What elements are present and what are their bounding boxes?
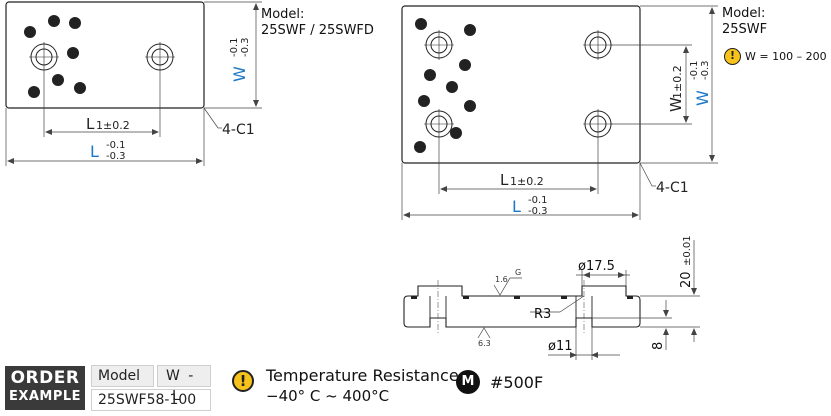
right-chamfer: 4-C1 xyxy=(656,180,689,196)
pin-dot xyxy=(24,26,36,38)
pin-dot xyxy=(414,141,426,153)
section-outline xyxy=(403,285,641,328)
right-model-label: Model: xyxy=(722,6,765,21)
right-l-tol-upper: -0.1 xyxy=(528,195,548,206)
right-w1-symbol: W xyxy=(667,97,685,112)
right-model-value: 25SWF xyxy=(722,22,767,37)
order-col-dash: - xyxy=(188,368,194,384)
pin-dot xyxy=(459,59,471,71)
left-l1-symbol: L xyxy=(86,115,95,133)
left-pin-dots xyxy=(24,15,86,98)
left-w-symbol: W xyxy=(230,66,249,82)
right-w1-sub: 1±0.2 xyxy=(671,65,684,99)
right-l1-symbol: L xyxy=(500,171,509,189)
order-col-w: W xyxy=(166,368,180,384)
depth-dim: 8 xyxy=(651,342,666,350)
example-title: EXAMPLE xyxy=(8,389,82,404)
right-hole-3 xyxy=(424,109,454,139)
pin-dot xyxy=(67,47,79,59)
left-model-value: 25SWF / 25SWFD xyxy=(261,23,374,38)
material-value: #500F xyxy=(490,373,544,392)
right-plate xyxy=(401,5,641,164)
roughness-top-g: G xyxy=(515,268,521,277)
right-l1-sub: 1±0.2 xyxy=(510,175,544,188)
right-hole-4 xyxy=(583,109,613,139)
left-hole-2 xyxy=(145,42,175,72)
left-w-tol-lower: -0.3 xyxy=(240,37,251,57)
warning-icon: ! xyxy=(724,48,741,65)
left-l-tol-lower: -0.3 xyxy=(106,151,126,162)
roughness-top: 1.6 xyxy=(495,275,508,284)
right-hole-1 xyxy=(424,30,454,60)
temperature-title: Temperature Resistance xyxy=(266,366,459,385)
right-l-symbol: L xyxy=(512,197,521,216)
temperature-value: −40° C ~ 400°C xyxy=(266,387,390,405)
left-l-symbol: L xyxy=(90,142,99,161)
roughness-bottom: 6.3 xyxy=(478,339,491,348)
right-pin-dots xyxy=(414,18,476,153)
pin-dot xyxy=(74,82,86,94)
order-col-model: Model xyxy=(91,365,154,387)
left-plate xyxy=(5,1,205,109)
right-plan-view: W 1±0.2 W -0.1 -0.3 L 1±0.2 L -0.1 -0.3 … xyxy=(401,5,767,220)
right-l-tol-lower: -0.3 xyxy=(528,206,548,217)
right-w-symbol: W xyxy=(693,90,712,106)
order-example-value: 25SWF58-100 xyxy=(91,389,211,411)
material-icon: M xyxy=(456,370,480,394)
section-view: 1.6 G 6.3 ø17.5 ø11 R3 20 ±0.01 8 xyxy=(403,235,700,360)
order-example-label: ORDER EXAMPLE xyxy=(5,366,85,410)
hole-dim: ø11 xyxy=(548,339,573,354)
right-hole-2 xyxy=(583,30,613,60)
temperature-note: ! Temperature Resistance −40° C ~ 400°C xyxy=(232,366,459,410)
pin-dot xyxy=(464,100,476,112)
order-col-w-l: W - L xyxy=(157,365,211,404)
left-chamfer: 4-C1 xyxy=(222,122,255,138)
pin-dot xyxy=(464,24,476,36)
w-range-note: W = 100 – 200 xyxy=(745,50,827,63)
warning-icon: ! xyxy=(232,370,254,392)
pin-dot xyxy=(28,86,40,98)
left-plan-view: W -0.1 -0.3 L 1±0.2 L -0.1 -0.3 4-C1 Mod… xyxy=(5,1,374,166)
left-w-tol-upper: -0.1 xyxy=(229,37,240,57)
thickness-dim: 20 xyxy=(679,271,694,288)
order-title: ORDER xyxy=(10,368,80,388)
right-w-tol-upper: -0.1 xyxy=(689,60,700,80)
left-hole-1 xyxy=(29,42,59,72)
pin-dot xyxy=(52,74,64,86)
pin-dot xyxy=(48,15,60,27)
left-model-label: Model: xyxy=(261,7,304,22)
pin-dot xyxy=(418,95,430,107)
pin-dot xyxy=(446,81,458,93)
pin-dot xyxy=(450,127,462,139)
counterbore-dim: ø17.5 xyxy=(578,259,615,274)
left-l-tol-upper: -0.1 xyxy=(106,140,126,151)
radius-dim: R3 xyxy=(534,307,551,322)
pin-dot xyxy=(415,18,427,30)
thickness-tol: ±0.01 xyxy=(682,235,693,266)
pin-dot xyxy=(69,17,81,29)
left-l1-sub: 1±0.2 xyxy=(96,119,130,132)
order-col-l: L xyxy=(172,388,180,404)
pin-dot xyxy=(424,69,436,81)
right-w-tol-lower: -0.3 xyxy=(700,60,711,80)
